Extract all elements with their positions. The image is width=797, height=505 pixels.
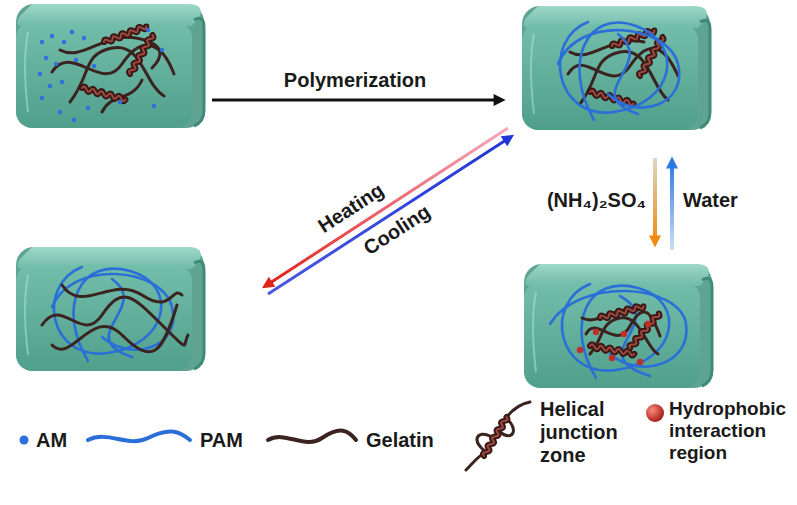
pam-symbol (88, 431, 190, 441)
helix-symbol (466, 402, 530, 470)
legend-label: PAM (200, 429, 243, 452)
legend-label: Gelatin (366, 429, 434, 452)
arrow-label: Polymerization (284, 69, 426, 92)
hydrophobic-symbol (646, 404, 664, 422)
gel-block (522, 6, 710, 130)
heating-arrow (270, 128, 508, 283)
salt-arrow (653, 158, 657, 238)
polymerization-arrow (212, 99, 496, 102)
gelatin-symbol (268, 431, 356, 442)
cooling-arrow (268, 140, 506, 294)
arrow-label: Water (683, 189, 738, 212)
legend-label: Hydrophobic interaction region (669, 398, 793, 464)
water-arrow (670, 166, 674, 250)
arrow-label: Cooling (360, 200, 435, 260)
gel-block (524, 264, 712, 388)
legend-label: Helical junction zone (540, 398, 640, 467)
gel-block (16, 247, 204, 371)
legend-label: AM (36, 429, 67, 452)
arrow-label: (NH₄)₂SO₄ (547, 189, 646, 212)
gel-block (16, 4, 204, 128)
am-symbol (20, 436, 29, 445)
